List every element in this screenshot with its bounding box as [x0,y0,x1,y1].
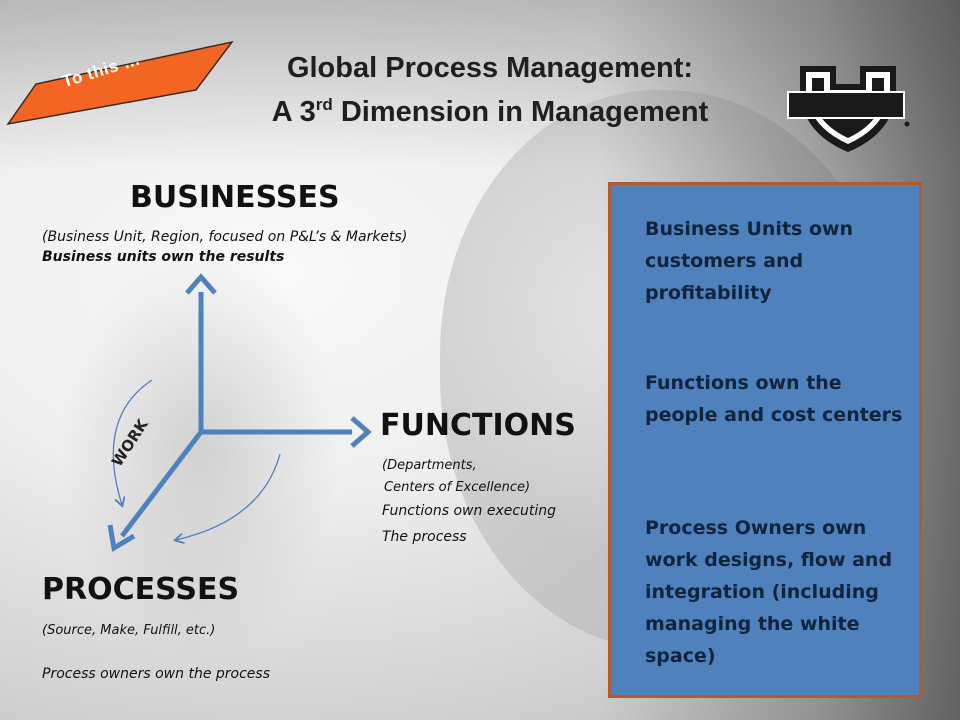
panel-item-process-owners: Process Owners own work designs, flow an… [645,517,893,667]
ownership-summary-panel: Business Units own customers and profita… [608,182,922,698]
panel-item-business-units: Business Units own customers and profita… [645,218,854,304]
panel-item-functions: Functions own the people and cost center… [645,372,903,426]
processes-ownership: Process owners own the process [42,666,270,682]
page-title: Global Process Management: A 3rd Dimensi… [190,50,790,131]
businesses-title: BUSINESSES [130,180,340,215]
title-line-2: A 3rd Dimension in Management [190,86,790,131]
title-line-2-pre: A 3 [271,96,316,128]
functions-detail-2: Centers of Excellence) [384,480,531,495]
functions-axis [201,416,372,448]
work-flow-arc-left [112,379,153,505]
title-superscript: rd [315,95,333,114]
processes-title: PROCESSES [42,572,240,607]
processes-axis [107,430,203,553]
functions-detail-1: (Departments, [382,458,477,473]
processes-detail: (Source, Make, Fulfill, etc.) [42,623,216,638]
businesses-ownership: Business units own the results [42,249,285,265]
title-line-2-post: Dimension in Management [332,96,709,128]
work-flow-arc-right [176,453,281,540]
shield-logo-icon [787,66,910,152]
functions-ownership-1: Functions own executing [382,503,557,519]
to-this-tag-shape [6,40,234,126]
businesses-axis [185,273,217,432]
title-line-1: Global Process Management: [286,52,694,84]
functions-ownership-2: The process [382,529,467,545]
functions-title: FUNCTIONS [380,408,576,443]
businesses-detail: (Business Unit, Region, focused on P&L’s… [42,229,408,245]
